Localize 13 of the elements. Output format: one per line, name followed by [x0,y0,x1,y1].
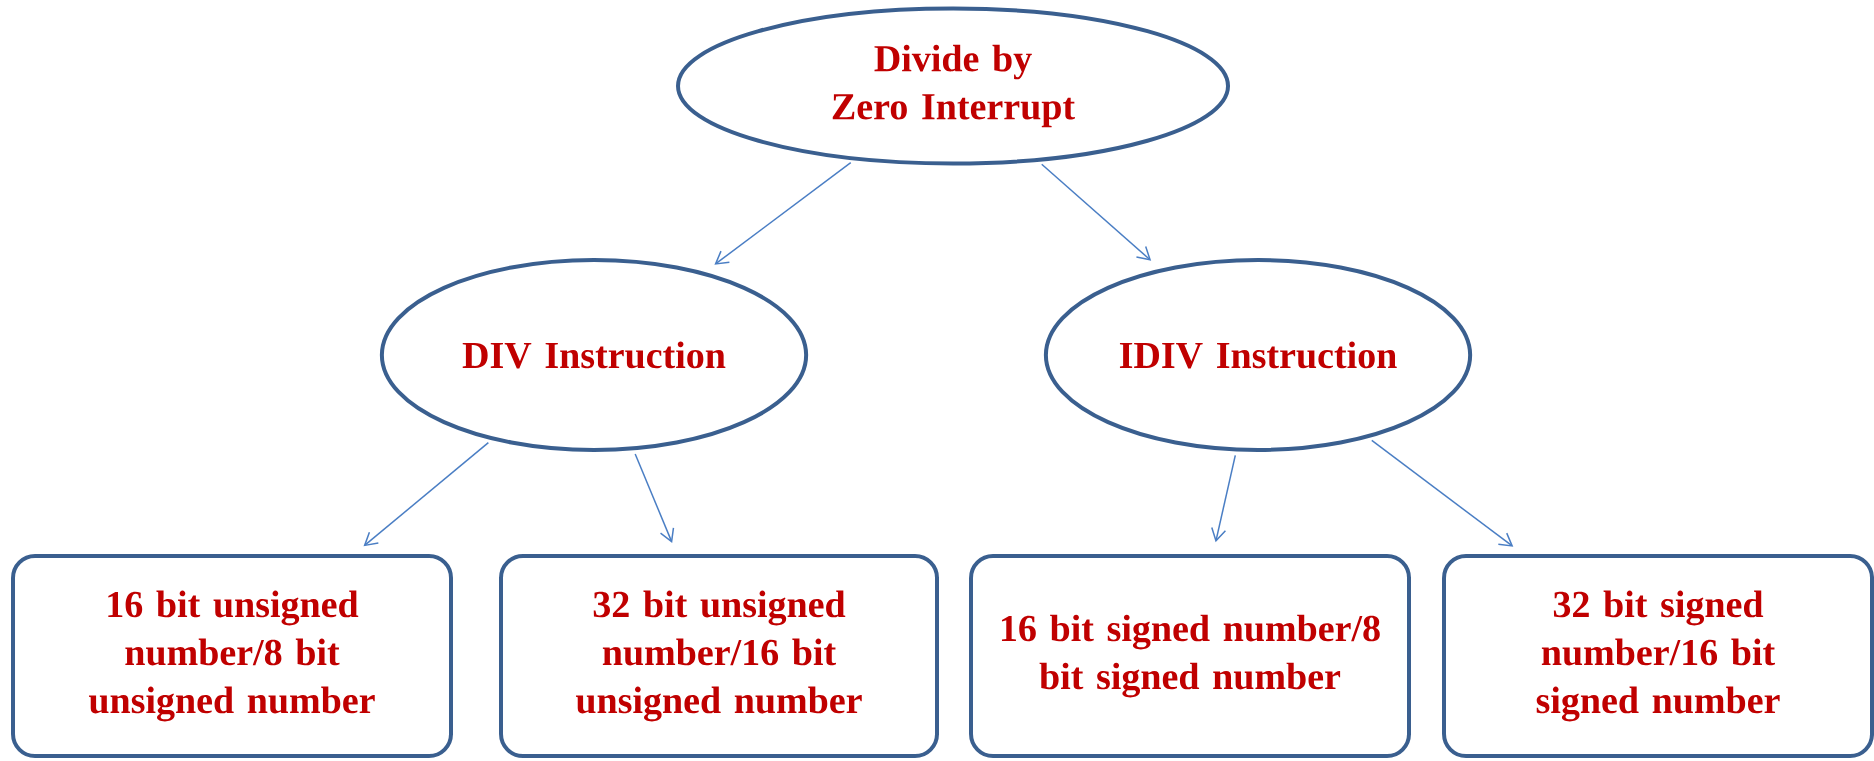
rounded-box: 16 bit unsigned number/8 bit unsigned number [11,554,453,758]
arrow [714,161,852,265]
rounded-box: 32 bit unsigned number/16 bit unsigned number [499,554,939,758]
arrow [363,441,490,547]
rounded-box: 32 bit signed number/16 bit signed number [1442,554,1874,758]
arrow [1040,163,1152,261]
ellipse-node: Divide by Zero Interrupt [676,6,1230,166]
ellipse-node: DIV Instruction [379,258,809,452]
arrow [1211,454,1237,543]
ellipse-node: IDIV Instruction [1043,258,1473,452]
arrow [1371,439,1514,547]
rounded-box: 16 bit signed number/8 bit signed number [969,554,1411,758]
arrow [634,453,675,543]
